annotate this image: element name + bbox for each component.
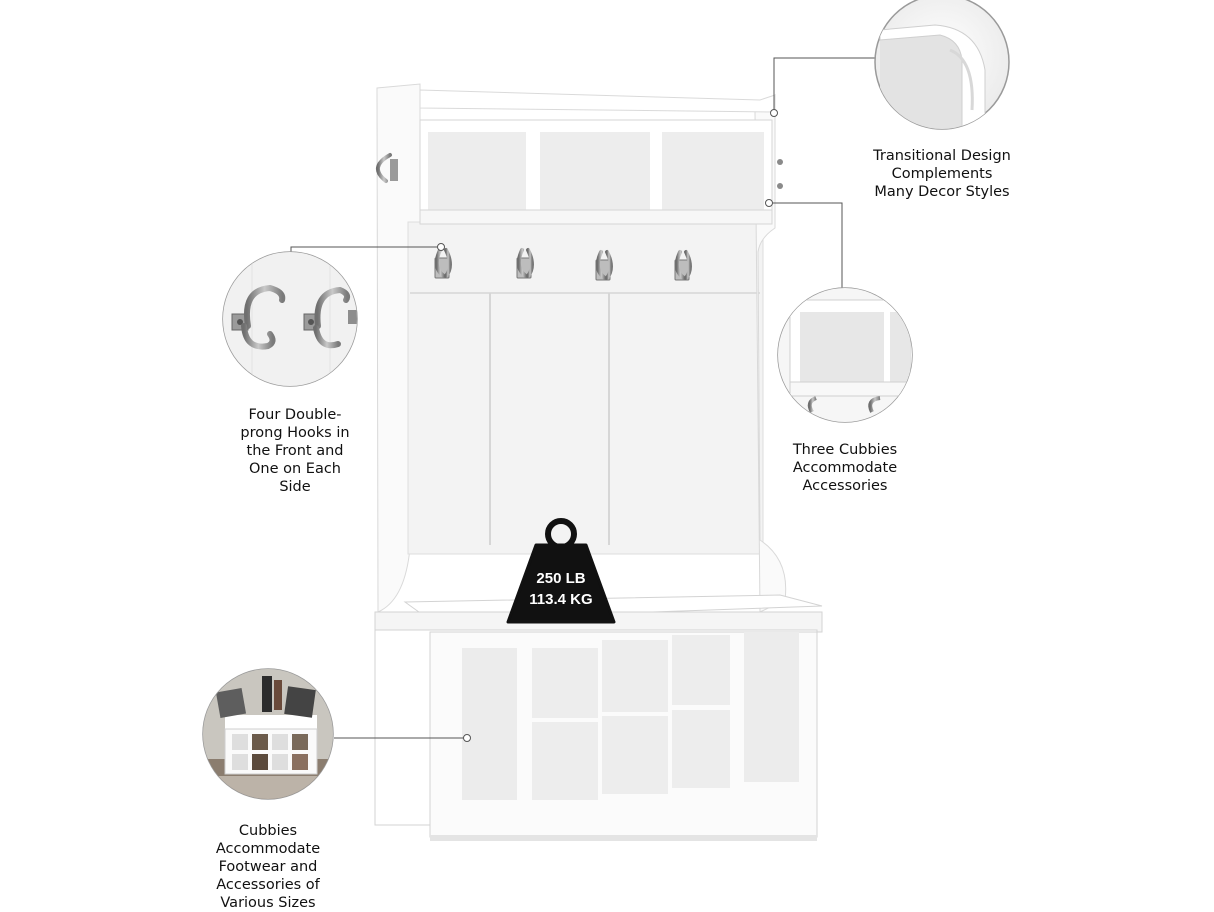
caption-line: Accessories [802,478,888,494]
caption-footwear-cubbies: Cubbies Accommodate Footwear and Accesso… [193,822,343,912]
caption-line: One on Each [248,461,341,477]
side-hook-right [777,159,783,189]
weight-badge-icon [506,518,616,624]
caption-line: Accommodate [215,841,321,857]
leader-lines [290,57,875,739]
caption-line: Footwear and [218,859,318,875]
detail-circle-cubby [777,287,913,423]
side-hook-left [376,153,398,183]
caption-line: Accommodate [792,460,898,476]
front-hook-3 [595,250,613,281]
caption-line: Various Sizes [220,895,316,911]
caption-line: Side [279,479,311,495]
front-hook-4 [674,250,692,281]
leader-dots [437,109,778,742]
detail-circle-edge [874,0,1010,130]
caption-line: Transitional Design [873,148,1011,164]
caption-line: Four Double- [248,407,342,423]
front-hook-1 [434,248,452,279]
caption-hooks: Four Double- prong Hooks in the Front an… [220,406,370,496]
caption-line: Three Cubbies [792,442,898,458]
caption-line: Complements [891,166,993,182]
caption-line: Accessories of [216,877,320,893]
caption-line: Cubbies [238,823,298,839]
hall-tree [374,83,823,841]
weight-capacity-lb: 250 LB [536,570,586,587]
front-hook-2 [516,248,534,279]
detail-circle-hooks [222,251,358,387]
caption-line: Many Decor Styles [874,184,1010,200]
weight-capacity-kg: 113.4 KG [529,591,593,608]
detail-circle-room [202,668,334,800]
caption-transitional-design: Transitional Design Complements Many Dec… [850,147,1034,201]
caption-line: the Front and [246,443,344,459]
caption-line: prong Hooks in [240,425,350,441]
caption-three-cubbies: Three Cubbies Accommodate Accessories [760,441,930,495]
